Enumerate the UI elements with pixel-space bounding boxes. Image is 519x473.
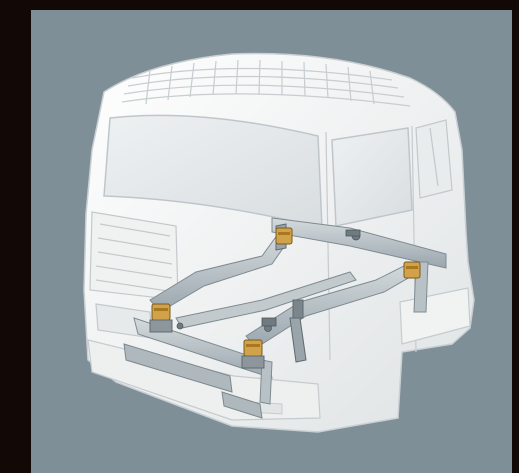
mount-front-left (149, 303, 173, 333)
linkage-details (176, 229, 361, 332)
cab-suspension-frame (123, 217, 447, 419)
roof-ribs (121, 59, 411, 107)
chassis-rail-right (221, 391, 263, 419)
rear-crossmember (271, 217, 447, 269)
mount-rear-right (403, 261, 421, 279)
front-grille (89, 211, 179, 301)
front-crossmember (133, 317, 273, 379)
side-window (331, 127, 413, 227)
chassis-rail-left (123, 343, 233, 393)
mount-rear-left (275, 227, 293, 245)
spring-mounts (149, 227, 421, 369)
mount-front-right (241, 339, 265, 369)
